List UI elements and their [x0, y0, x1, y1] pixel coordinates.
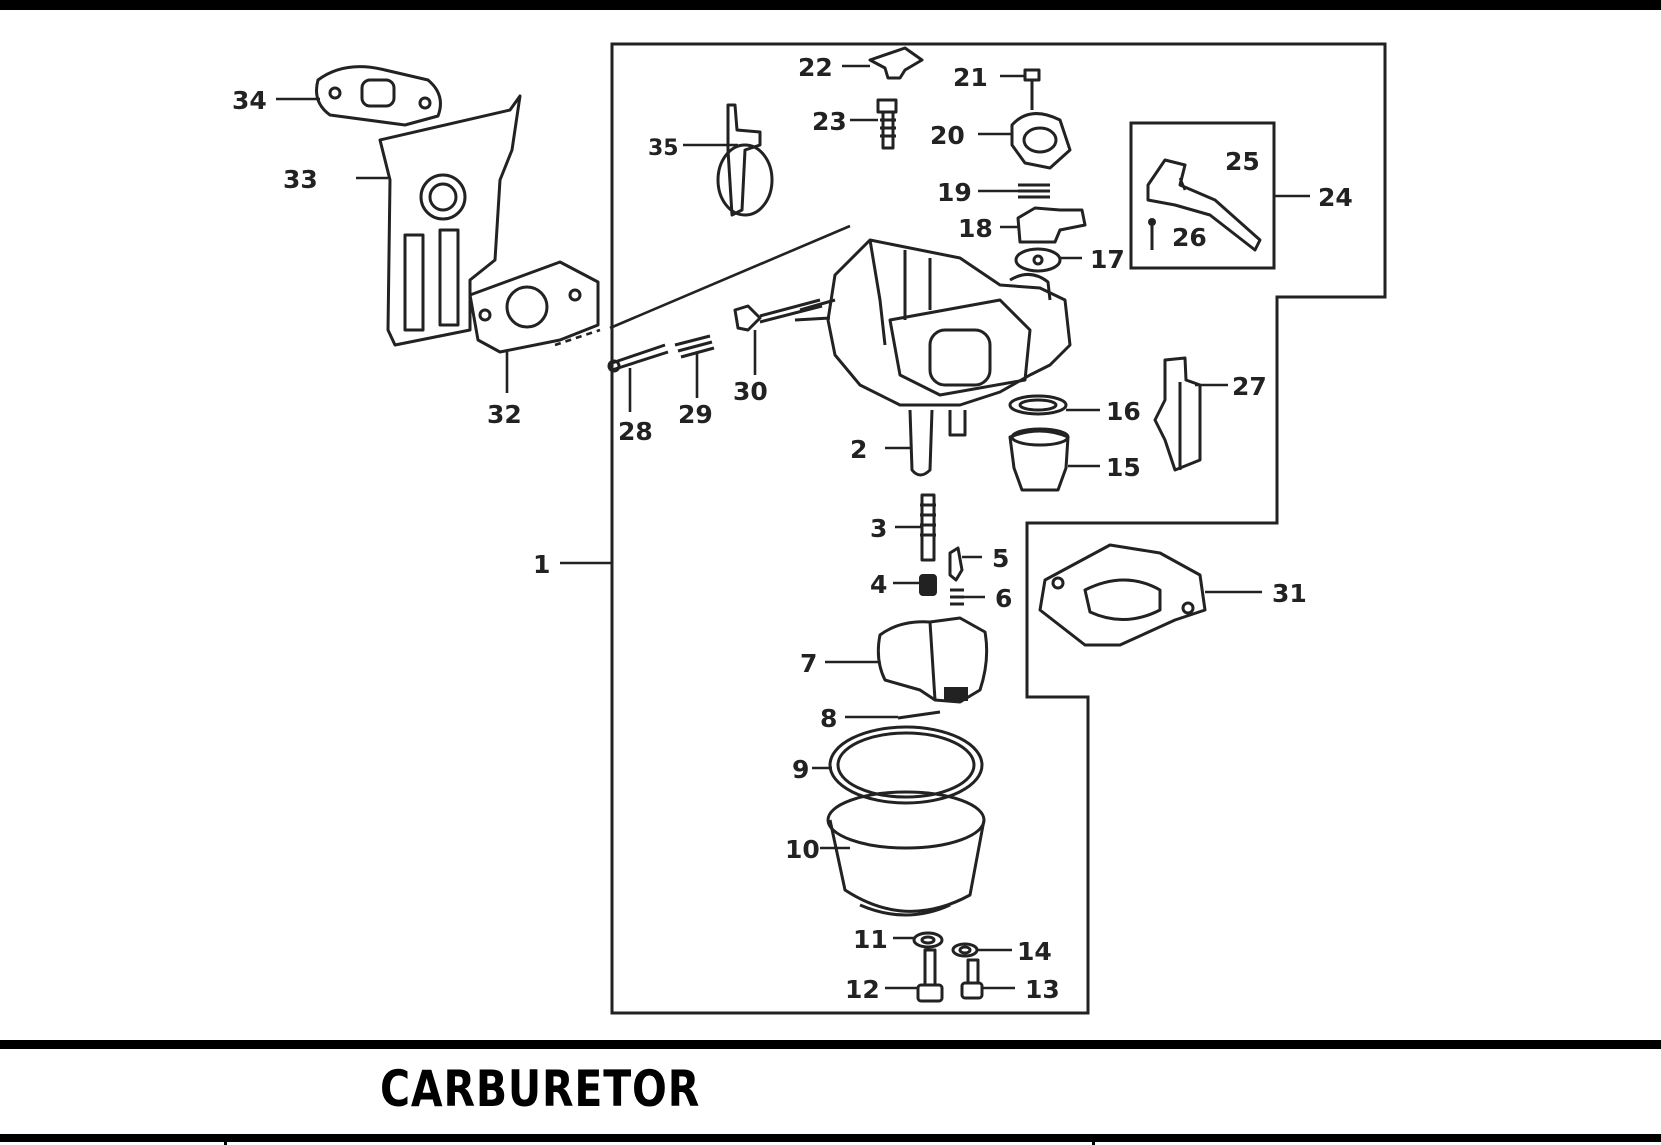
part-4-jet [919, 574, 937, 596]
linkage-line-dashed [554, 328, 601, 347]
part-19-spring [1018, 183, 1050, 199]
part-16-seal [1008, 394, 1068, 416]
part-27-bracket [1153, 356, 1202, 472]
callout-6: 6 [995, 584, 1012, 613]
part-carburetor-body [794, 238, 1072, 407]
callout-20: 20 [930, 121, 965, 150]
part-20-cover [1010, 112, 1072, 170]
callout-8: 8 [820, 704, 837, 733]
part-8-pin [897, 710, 941, 720]
callout-11: 11 [853, 925, 888, 954]
callout-5: 5 [992, 544, 1009, 573]
diagram-title: CARBURETOR [380, 1060, 701, 1118]
part-17-seal [1014, 247, 1062, 273]
part-26-pin [1148, 218, 1156, 250]
callout-9: 9 [792, 755, 809, 784]
assembly-outline [610, 42, 1387, 1015]
callout-22: 22 [798, 53, 833, 82]
part-31-gasket [1038, 543, 1207, 647]
part-18-diaphragm [1016, 206, 1087, 244]
part-14-washer [951, 942, 979, 958]
linkage-line [609, 224, 851, 330]
part-33-bracket [378, 94, 522, 347]
callout-34: 34 [232, 86, 267, 115]
part-35-choke-plate [716, 103, 774, 217]
callout-19: 19 [937, 178, 972, 207]
callout-33: 33 [283, 165, 318, 194]
callout-18: 18 [958, 214, 993, 243]
top-border [0, 0, 1661, 10]
part-7-float [876, 616, 989, 704]
callout-15: 15 [1106, 453, 1141, 482]
part-6-spring [950, 588, 964, 606]
part-2-nozzle [908, 409, 967, 477]
part-3-needle [920, 493, 936, 562]
callout-21: 21 [953, 63, 988, 92]
carburetor-exploded-diagram: 1 2 3 4 5 6 7 8 9 10 11 12 13 14 15 16 1… [232, 42, 1387, 1015]
callout-24: 24 [1318, 183, 1353, 212]
callout-17: 17 [1090, 245, 1125, 274]
leader-lines [276, 64, 1310, 990]
callout-1: 1 [533, 550, 550, 579]
callout-32: 32 [487, 400, 522, 429]
part-28-screw [607, 343, 669, 373]
part-29-spring [674, 334, 715, 359]
callout-31: 31 [1272, 579, 1307, 608]
callout-4: 4 [870, 570, 887, 599]
callout-labels: 1 2 3 4 5 6 7 8 9 10 11 12 13 14 15 16 1… [232, 53, 1353, 1004]
callout-30: 30 [733, 377, 768, 406]
callout-16: 16 [1106, 397, 1141, 426]
callout-35: 35 [648, 136, 679, 161]
bottom-tick-right [1092, 1140, 1095, 1145]
callout-13: 13 [1025, 975, 1060, 1004]
part-32-gasket [468, 260, 600, 354]
part-9-gasket-ring [828, 725, 984, 805]
part-13-bolt [960, 958, 984, 1000]
part-25-lever [1146, 158, 1262, 252]
part-5-needle [948, 546, 964, 582]
bottom-border-lower [0, 1134, 1661, 1142]
callout-2: 2 [850, 435, 867, 464]
callout-23: 23 [812, 107, 847, 136]
callout-3: 3 [870, 514, 887, 543]
callout-14: 14 [1017, 937, 1052, 966]
callout-27: 27 [1232, 372, 1267, 401]
part-11-washer [912, 931, 944, 949]
bottom-border-upper [0, 1040, 1661, 1049]
part-23-valve [876, 98, 898, 150]
part-15-bowl-cup [1008, 427, 1070, 492]
part-22-cap [868, 46, 924, 80]
callout-29: 29 [678, 400, 713, 429]
callout-12: 12 [845, 975, 880, 1004]
callout-28: 28 [618, 417, 653, 446]
callout-10: 10 [785, 835, 820, 864]
part-21-screw [1023, 68, 1041, 110]
part-12-bolt [916, 948, 944, 1003]
part-10-float-bowl [826, 790, 986, 917]
callout-7: 7 [800, 649, 817, 678]
part-30-screw [733, 298, 823, 332]
part-34-gasket [315, 65, 442, 127]
callout-25: 25 [1225, 147, 1260, 176]
callout-26: 26 [1172, 223, 1207, 252]
bottom-tick-left [224, 1140, 227, 1145]
